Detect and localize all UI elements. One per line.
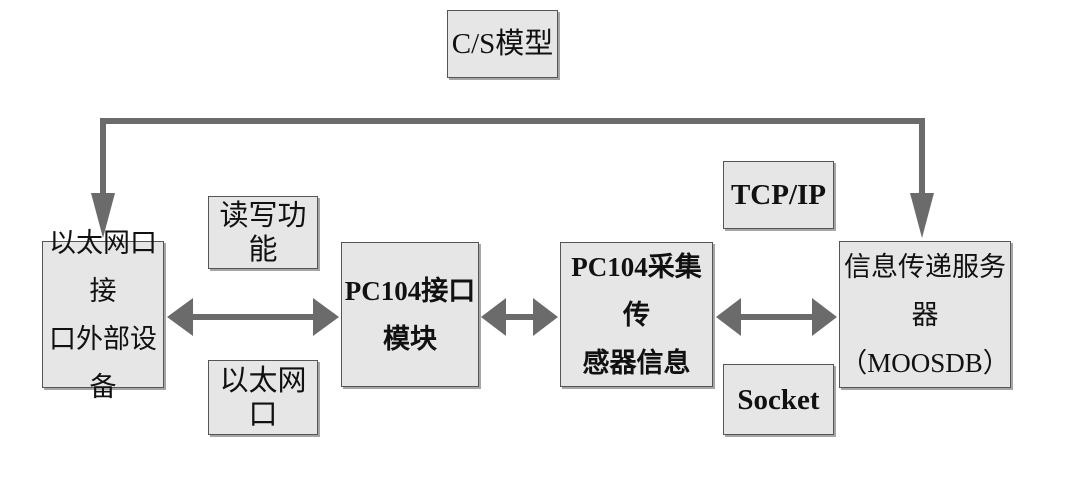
pc104-collect-text: PC104采集传 感器信息 bbox=[571, 251, 702, 378]
server-link-arrow-left bbox=[716, 298, 741, 336]
server-link-arrow-right bbox=[812, 298, 837, 336]
ethernet-link-arrow-right bbox=[313, 298, 339, 336]
socket-label: Socket bbox=[723, 364, 834, 435]
cs-loop-arrowhead-left bbox=[91, 193, 115, 238]
socket-text: Socket bbox=[737, 383, 820, 416]
ethernet-link-arrow-left bbox=[167, 298, 193, 336]
ethernet-text: 以太网口 bbox=[219, 364, 307, 431]
cs-loop-line bbox=[100, 118, 925, 196]
pc104-link-arrow-left bbox=[481, 298, 506, 336]
tcpip-text: TCP/IP bbox=[730, 179, 827, 211]
cs-model-text: C/S模型 bbox=[451, 28, 554, 60]
ethernet-device-node: 以太网口接 口外部设备 bbox=[42, 228, 164, 402]
pc104-collect-node: PC104采集传 感器信息 bbox=[560, 242, 713, 387]
pc104-interface-text: PC104接口 模块 bbox=[344, 275, 476, 354]
cs-model-label: C/S模型 bbox=[447, 10, 558, 78]
ethernet-device-text: 以太网口接 口外部设备 bbox=[49, 227, 157, 402]
pc104-link-arrow-right bbox=[533, 298, 558, 336]
ethernet-label: 以太网口 bbox=[208, 360, 318, 435]
read-write-text: 读写功能 bbox=[219, 199, 307, 266]
info-server-node: 信息传递服务器 （MOOSDB） bbox=[839, 241, 1011, 388]
read-write-label: 读写功能 bbox=[208, 196, 318, 269]
pc104-interface-node: PC104接口 模块 bbox=[341, 242, 479, 387]
tcpip-label: TCP/IP bbox=[723, 161, 834, 229]
cs-loop-arrowhead-right bbox=[910, 193, 934, 238]
info-server-text: 信息传递服务器 （MOOSDB） bbox=[840, 251, 1010, 378]
